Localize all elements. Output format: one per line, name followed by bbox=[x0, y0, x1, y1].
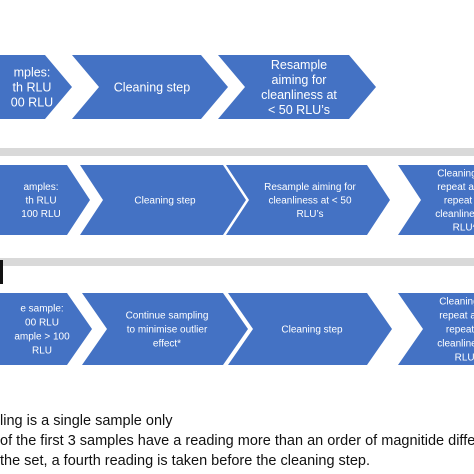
step-label-line: Cleaning step bbox=[134, 196, 196, 207]
step-label-line: < 50 RLU’s bbox=[268, 103, 330, 117]
chevron-step-1-1 bbox=[0, 55, 72, 119]
step-label-line: e sample: bbox=[20, 304, 63, 315]
step-label-line: amples: bbox=[23, 182, 58, 193]
step-label-1-2: Cleaning step bbox=[114, 81, 190, 95]
step-label-line: repeat un bbox=[444, 196, 474, 207]
step-label-line: th RLU bbox=[25, 196, 56, 207]
step-label-line: th RLU bbox=[13, 81, 52, 95]
step-label-line: 00 RLU bbox=[11, 96, 53, 110]
step-label-line: repeat un bbox=[446, 325, 474, 336]
step-label-line: RLU bbox=[32, 346, 52, 357]
step-label-line: effect* bbox=[153, 339, 181, 350]
step-label-3-4: Cleaning ste repeat and s repeat un cleanli… bbox=[437, 297, 474, 364]
step-label-line: Resample aiming for bbox=[264, 182, 356, 193]
step-label-2-1: amples: th RLU 100 RLU bbox=[21, 182, 60, 220]
step-label-line: 00 RLU bbox=[25, 318, 59, 329]
chevron-step-3-2 bbox=[82, 293, 248, 365]
step-label-line: RLU’s bbox=[296, 209, 323, 220]
step-label-line: cleanliness at < 50 bbox=[268, 196, 352, 207]
step-label-line: cleanliness at bbox=[261, 88, 337, 102]
chevron-step-3-4 bbox=[398, 293, 474, 365]
chevron-step-2-1 bbox=[0, 165, 90, 235]
chevron-step-1-3 bbox=[218, 55, 376, 119]
step-label-3-3: Cleaning step bbox=[281, 325, 343, 336]
step-label-line: to minimise outlier bbox=[127, 325, 208, 336]
chevron-step-3-1 bbox=[0, 293, 92, 365]
step-label-line: cleanliness is bbox=[435, 209, 474, 220]
footnote-3: the set, a fourth reading is taken befor… bbox=[0, 453, 370, 469]
step-label-line: 100 RLU bbox=[21, 209, 60, 220]
chevron-step-1-2 bbox=[72, 55, 228, 119]
step-label-line: Cleaning step bbox=[114, 81, 190, 95]
row-3-marker bbox=[0, 260, 3, 284]
step-label-line: Cleaning ste bbox=[437, 169, 474, 180]
step-label-line: cleanliness is bbox=[437, 339, 474, 350]
separator-band-2 bbox=[0, 258, 474, 266]
step-label-3-2: Continue sampling to minimise outlier effe… bbox=[126, 311, 209, 350]
chevron-step-2-4 bbox=[398, 165, 474, 235]
step-label-line: aiming for bbox=[272, 73, 327, 87]
step-label-line: RLU^ bbox=[453, 223, 474, 234]
process-row-2: amples: th RLU 100 RLU Cleaning step Resampl… bbox=[0, 165, 474, 235]
step-label-line: Continue sampling bbox=[126, 311, 209, 322]
step-label-line: RLU^ bbox=[455, 353, 474, 364]
chevron-step-2-3 bbox=[226, 165, 390, 235]
step-label-line: ample > 100 bbox=[14, 332, 70, 343]
step-label-line: Cleaning ste bbox=[439, 297, 474, 308]
step-label-line: Resample bbox=[271, 58, 327, 72]
step-label-2-3: Resample aiming for cleanliness at < 50 RL… bbox=[264, 182, 356, 220]
step-label-line: mples: bbox=[14, 66, 51, 80]
step-label-line: repeat and s bbox=[437, 182, 474, 193]
step-label-line: repeat and s bbox=[439, 311, 474, 322]
step-label-2-2: Cleaning step bbox=[134, 196, 196, 207]
step-label-2-4: Cleaning ste repeat and s repeat un cleanli… bbox=[435, 169, 474, 234]
footnote-2: of the first 3 samples have a reading mo… bbox=[0, 433, 474, 449]
chevron-step-3-3 bbox=[228, 293, 392, 365]
step-label-line: Cleaning step bbox=[281, 325, 343, 336]
separator-band-1 bbox=[0, 148, 474, 156]
footnote-1: ling is a single sample only bbox=[0, 413, 173, 429]
chevron-step-2-2 bbox=[80, 165, 246, 235]
